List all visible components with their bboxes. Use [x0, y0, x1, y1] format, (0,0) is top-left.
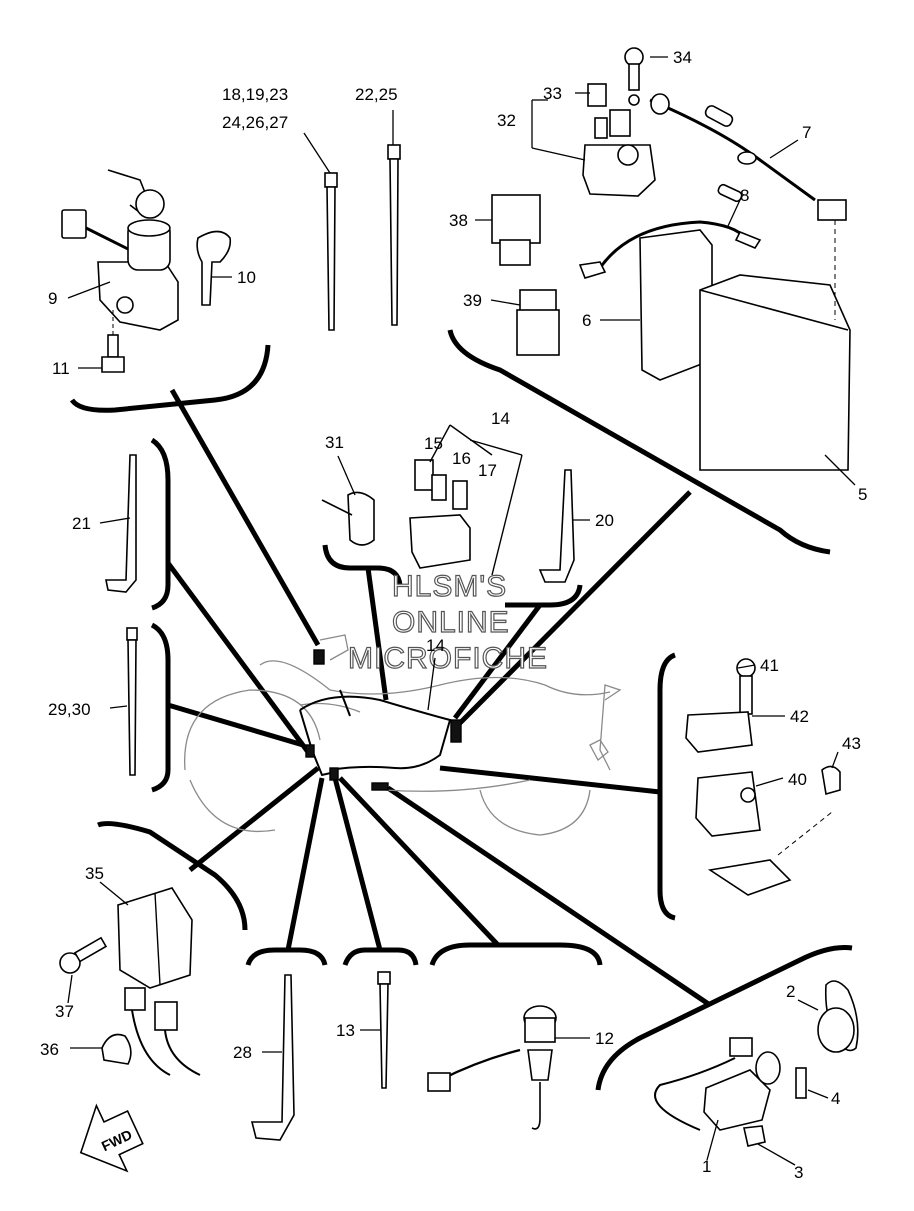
band-21 [105, 454, 137, 593]
throttle-switch-group [654, 980, 859, 1147]
watermark-line2: ONLINE [392, 606, 510, 639]
wire-harness [299, 649, 462, 791]
callout-14-top: 14 [491, 409, 510, 428]
fwd-arrow-icon: FWD [79, 1103, 144, 1173]
main-switch-9 [61, 169, 179, 345]
clamp-31 [321, 491, 375, 546]
key-10 [196, 230, 232, 306]
watermark-line1: HLSM'S [392, 570, 507, 603]
watermark: HLSM'S ONLINE MICROFICHE [347, 569, 548, 675]
sensor-40-assembly [685, 658, 841, 896]
callout-2: 2 [786, 982, 795, 1001]
sensor-40 [695, 771, 761, 837]
callout-labels: 9 10 11 18,19,23 24,26,27 22,25 33 32 34… [40, 48, 867, 1182]
vehicle-outline [184, 634, 622, 836]
callout-34: 34 [673, 48, 692, 67]
regulator-35 [117, 887, 201, 1076]
callout-29-30: 29,30 [48, 700, 91, 719]
callout-41: 41 [760, 656, 779, 675]
connector-mark [371, 782, 389, 791]
clip-43 [821, 765, 841, 796]
lead-connector [817, 199, 847, 221]
switch-top [127, 219, 171, 237]
fuse-set [409, 424, 523, 576]
callout-leaders [67, 56, 856, 1166]
leader-lines [165, 388, 712, 1008]
starter-relay-32 [582, 109, 656, 197]
callout-12: 12 [595, 1029, 614, 1048]
callout-35: 35 [85, 864, 104, 883]
callout-9: 9 [48, 289, 57, 308]
callout-1: 1 [702, 1157, 711, 1176]
band-20 [538, 469, 575, 583]
callout-38: 38 [449, 211, 468, 230]
tie-29 [126, 627, 138, 776]
callout-13: 13 [336, 1021, 355, 1040]
relay-cap-33 [587, 83, 607, 107]
callout-4: 4 [831, 1089, 840, 1108]
tie-13 [377, 971, 391, 1089]
connector-mark-left [305, 744, 315, 758]
cover-42 [685, 711, 753, 753]
fuse-box-mark [450, 719, 462, 743]
callout-8: 8 [740, 186, 749, 205]
callout-16: 16 [452, 449, 471, 468]
callout-21: 21 [72, 514, 91, 533]
callout-43: 43 [842, 734, 861, 753]
band-28 [250, 974, 295, 1141]
screw-11 [101, 334, 125, 373]
callout-5: 5 [858, 485, 867, 504]
callout-7: 7 [802, 123, 811, 142]
battery-lead-7 [649, 93, 847, 221]
connector-mark-right [329, 767, 339, 781]
watermark-line3: MICROFICHE [348, 642, 548, 675]
callout-33: 33 [543, 84, 562, 103]
callout-11: 11 [52, 359, 70, 378]
bracket [707, 859, 792, 896]
callout-39: 39 [463, 291, 482, 310]
bolt-37 [59, 936, 108, 974]
callout-37: 37 [55, 1002, 74, 1021]
callout-17: 17 [478, 461, 497, 480]
callout-24-26-27: 24,26,27 [222, 113, 288, 132]
callout-18-19-23: 18,19,23 [222, 85, 288, 104]
relay-38 [491, 194, 541, 266]
callout-28: 28 [233, 1043, 252, 1062]
callout-31: 31 [325, 433, 344, 452]
callout-15: 15 [424, 434, 443, 453]
cable-tie-18 [324, 172, 338, 331]
callout-20: 20 [595, 511, 614, 530]
bolt-34 [624, 47, 644, 106]
fuse-box-14 [409, 514, 471, 569]
relay-39 [516, 289, 560, 356]
cable-tie-22 [387, 144, 401, 326]
battery-cable-8 [578, 183, 762, 279]
callout-6: 6 [582, 311, 591, 330]
callout-40: 40 [788, 770, 807, 789]
clamp-36 [101, 1033, 132, 1065]
callout-10: 10 [237, 268, 256, 287]
battery-5 [699, 220, 851, 471]
callout-36: 36 [40, 1040, 59, 1059]
callout-14-mid: 14 [426, 636, 445, 655]
group-brackets [69, 329, 853, 1091]
callout-42: 42 [790, 707, 809, 726]
relay-mark-top [313, 649, 325, 665]
callout-32: 32 [497, 111, 516, 130]
neutral-switch-12 [427, 1005, 557, 1130]
callout-3: 3 [794, 1163, 803, 1182]
callout-22-25: 22,25 [355, 85, 398, 104]
switch-connector [61, 209, 87, 239]
